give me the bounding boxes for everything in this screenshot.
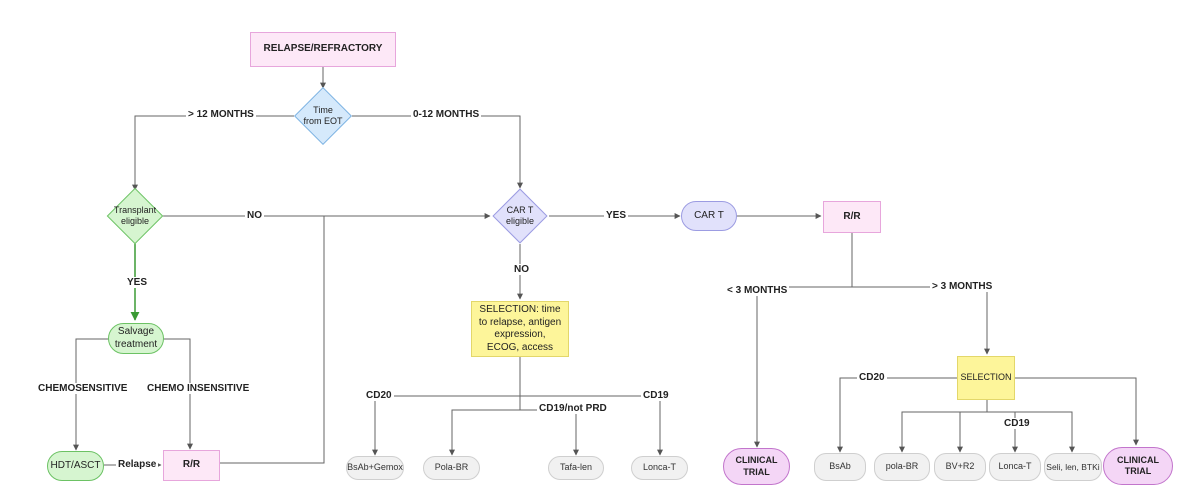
salvage-treatment-label: Salvage treatment	[114, 326, 158, 350]
rr-top-node: R/R	[823, 201, 881, 233]
edge-lt-3	[754, 286, 852, 448]
edge-tafalen	[520, 409, 579, 456]
label-cd19-left: CD19	[641, 390, 671, 401]
pola-br-right-label: pola-BR	[885, 461, 919, 472]
label-lt-3-months: < 3 MONTHS	[725, 285, 790, 296]
label-cd19-right: CD19	[1002, 418, 1032, 429]
edge-time-to-cart-eligible	[352, 115, 523, 189]
clinical-trial-left-label: CLINICAL TRIAL	[735, 455, 778, 477]
relapse-refractory-label: RELAPSE/REFRACTORY	[263, 43, 383, 55]
bsab-gemox-node: BsAb+Gemox	[346, 456, 404, 480]
edge-chemo-insensitive	[163, 338, 193, 450]
selection-left-label: SELECTION: time to relapse, antigen expr…	[478, 304, 562, 353]
bv-r2-node: BV+R2	[934, 453, 986, 481]
rr-top-label: R/R	[843, 210, 861, 222]
edge-cd19-notprd	[449, 409, 520, 456]
clinical-trial-left-node: CLINICAL TRIAL	[723, 448, 790, 485]
pola-br-left-node: Pola-BR	[423, 456, 480, 480]
clinical-trial-right-label: CLINICAL TRIAL	[1117, 454, 1159, 476]
label-chemosensitive: CHEMOSENSITIVE	[36, 383, 130, 394]
lonca-t-left-label: Lonca-T	[642, 462, 677, 473]
edge-seli	[987, 411, 1075, 453]
bsab-gemox-label: BsAb+Gemox	[347, 462, 403, 473]
label-relapse: Relapse	[116, 459, 159, 470]
lonca-t-right-node: Lonca-T	[989, 453, 1041, 481]
label-gt-3-months: > 3 MONTHS	[930, 281, 995, 292]
time-from-eot-label: Time from EOT	[303, 104, 343, 126]
label-cd20-right: CD20	[857, 372, 887, 383]
car-t-node: CAR T	[681, 201, 737, 231]
label-0-12-months: 0-12 MONTHS	[411, 109, 482, 120]
bsab-label: BsAb	[829, 461, 851, 472]
selection-right-node: SELECTION	[957, 356, 1015, 400]
pola-br-left-label: Pola-BR	[434, 462, 469, 473]
label-yes-car-t: YES	[604, 210, 629, 221]
relapse-refractory-node: RELAPSE/REFRACTORY	[250, 32, 396, 67]
rr-bottom-label: R/R	[182, 459, 201, 471]
car-t-eligible-decision: CAR T eligible	[490, 188, 550, 244]
label-yes-transplant: YES	[125, 277, 150, 288]
edge-rr-bottom-loop	[220, 216, 325, 464]
time-from-eot-decision: Time from EOT	[292, 87, 354, 145]
label-chemo-insensitive: CHEMO INSENSITIVE	[145, 383, 252, 394]
seli-len-btki-label: Seli, len, BTKi	[1046, 461, 1100, 472]
edge-polabr-right	[899, 411, 987, 453]
selection-right-label: SELECTION	[960, 372, 1012, 383]
edge-time-to-transplant	[132, 115, 294, 191]
edge-selection-right-to-trial	[1015, 377, 1139, 446]
car-t-label: CAR T	[694, 209, 724, 221]
edge-gt-3	[852, 286, 990, 355]
car-t-eligible-label: CAR T eligible	[505, 204, 535, 226]
salvage-treatment-node: Salvage treatment	[108, 323, 164, 354]
edge-chemosensitive	[73, 338, 110, 451]
edge-cd20-right	[837, 377, 957, 453]
transplant-eligible-decision: Transplant eligible	[104, 187, 166, 245]
label-no-car-t: NO	[512, 264, 531, 275]
rr-bottom-node: R/R	[163, 450, 220, 481]
lonca-t-left-node: Lonca-T	[631, 456, 688, 480]
tafa-len-node: Tafa-len	[548, 456, 604, 480]
selection-left-node: SELECTION: time to relapse, antigen expr…	[471, 301, 569, 357]
transplant-eligible-label: Transplant eligible	[113, 204, 157, 226]
hdt-asct-node: HDT/ASCT	[47, 451, 104, 481]
seli-len-btki-node: Seli, len, BTKi	[1044, 453, 1102, 481]
label-cd20-left: CD20	[364, 390, 394, 401]
bv-r2-label: BV+R2	[945, 461, 975, 472]
edge-bvr2	[957, 411, 987, 453]
bsab-node: BsAb	[814, 453, 866, 481]
pola-br-right-node: pola-BR	[874, 453, 930, 481]
hdt-asct-label: HDT/ASCT	[50, 459, 101, 471]
clinical-trial-right-node: CLINICAL TRIAL	[1103, 447, 1173, 485]
tafa-len-label: Tafa-len	[559, 462, 593, 473]
label-gt-12-months: > 12 MONTHS	[186, 109, 256, 120]
label-no-transplant: NO	[245, 210, 264, 221]
lonca-t-right-label: Lonca-T	[998, 461, 1032, 472]
edge-cd20-left	[372, 395, 520, 456]
label-cd19-not-prd: CD19/not PRD	[537, 403, 609, 414]
